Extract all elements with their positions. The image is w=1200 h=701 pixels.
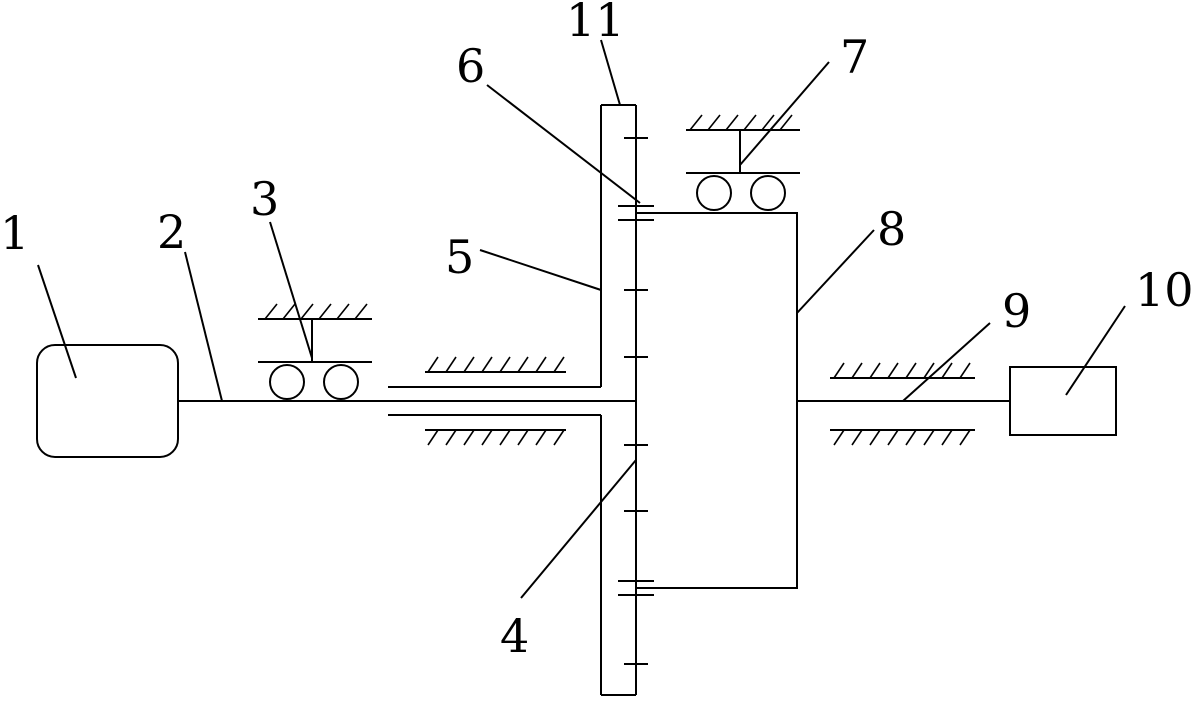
- label-6: 6: [456, 39, 485, 93]
- leader-6: [486, 84, 641, 204]
- label-11: 11: [566, 0, 625, 47]
- label-8: 8: [877, 202, 906, 256]
- leader-1: [37, 264, 77, 379]
- label-9: 9: [1002, 284, 1031, 338]
- bearing-3: [258, 303, 372, 400]
- motor-box: [36, 344, 179, 458]
- leader-7: [739, 61, 830, 166]
- bearing-3-roller-left: [269, 364, 305, 400]
- label-2: 2: [157, 205, 186, 259]
- frame-hatch-right-bottom: [830, 429, 975, 446]
- label-5: 5: [445, 230, 474, 284]
- frame-hatch-right-top: [830, 362, 975, 379]
- bearing-7: [686, 114, 800, 211]
- bearing-7-ground-hatch: [689, 114, 793, 131]
- bearing-3-ground-hatch: [264, 303, 368, 320]
- bearing-7-roller-right: [750, 175, 786, 211]
- leader-8: [796, 229, 875, 314]
- leader-4: [520, 459, 637, 599]
- frame-hatch-left-bottom: [425, 429, 566, 446]
- label-4: 4: [500, 609, 529, 663]
- label-10: 10: [1135, 263, 1194, 317]
- label-3: 3: [250, 172, 279, 226]
- bearing-7-roller-left: [696, 175, 732, 211]
- planet-gear-6-top: [618, 205, 654, 221]
- label-7: 7: [840, 30, 869, 84]
- planet-gear-bottom: [618, 580, 654, 596]
- leader-lines: [37, 39, 1126, 599]
- leader-9: [902, 322, 991, 402]
- leader-5: [479, 249, 602, 291]
- gear-tooth-ticks: [624, 137, 648, 665]
- leader-2: [184, 251, 223, 402]
- carrier-8: [636, 212, 798, 589]
- label-1: 1: [0, 206, 29, 260]
- frame-hatch-left-top: [425, 356, 566, 373]
- load-box-10: [1009, 366, 1117, 436]
- bearing-3-roller-right: [323, 364, 359, 400]
- leader-3: [269, 221, 313, 359]
- leader-11: [600, 39, 621, 106]
- leader-10: [1065, 305, 1126, 396]
